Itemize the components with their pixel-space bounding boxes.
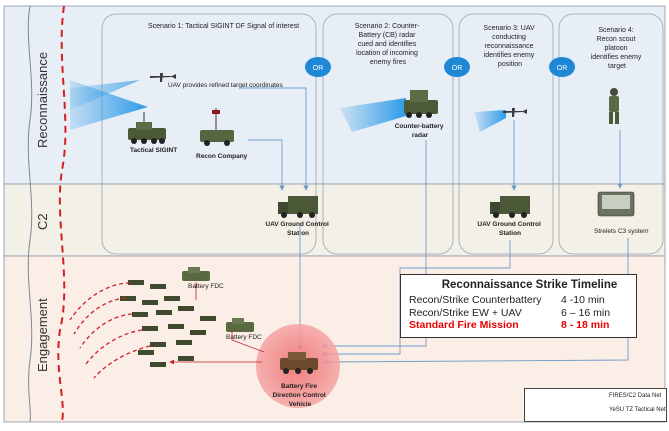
gcs-2-label: UAV Ground Control Station <box>477 221 542 237</box>
scenario-4-title: Scenario 4: Recon scout platoon identifi… <box>591 27 644 70</box>
scenario-3-line: Scenario 3: UAV <box>483 25 535 32</box>
scenario-4-line: Scenario 4: <box>598 27 633 34</box>
fires-data-net-lines <box>169 282 265 365</box>
timeline-row-label: Recon/Strike EW + UAV <box>409 306 522 319</box>
legend-yesu-label: YeSU TZ Tactical Net <box>609 407 666 413</box>
battery-fdc-b-icon <box>226 318 254 332</box>
band-label-c2: C2 <box>35 213 50 230</box>
scenario-1-panel <box>101 13 317 255</box>
uav-note: UAV provides refined target coordinates <box>168 82 284 89</box>
scenario-2-panel <box>322 13 454 255</box>
scenario-3-line: reconnaissance <box>485 43 534 50</box>
scenario-1-title: Scenario 1: Tactical SIGINT DF Signal of… <box>148 23 299 30</box>
recon-company-label: Recon Company <box>196 153 248 160</box>
artillery-group <box>120 280 216 367</box>
or-bubble-1: OR <box>305 57 331 77</box>
gcs-2-label-line: UAV Ground Control <box>477 221 541 228</box>
scenario-4-panel <box>558 13 664 255</box>
legend-item-yesu: YeSU TZ Tactical Net <box>525 405 666 417</box>
or-label: OR <box>452 65 463 72</box>
or-label: OR <box>557 65 568 72</box>
band-reconnaissance <box>3 5 666 185</box>
timeline-row-value: 4 -10 min <box>561 294 605 306</box>
timeline-row-value: 8 - 18 min <box>561 319 610 331</box>
front-line <box>57 5 67 423</box>
fires-arcs <box>69 282 151 379</box>
band-label-reconnaissance: Reconnaissance <box>35 52 50 148</box>
counter-battery-radar-icon <box>404 90 438 118</box>
or-bubble-2: OR <box>444 57 470 77</box>
scenario-2-line: enemy fires <box>370 59 407 66</box>
timeline-row-highlight: Standard Fire Mission 8 - 18 min <box>409 319 630 332</box>
band-label-divider <box>27 5 33 423</box>
or-bubble-3: OR <box>549 57 575 77</box>
gcs-1-label-line: Station <box>287 230 309 237</box>
timeline-box: Reconnaissance Strike Timeline Recon/Str… <box>400 274 637 338</box>
or-label: OR <box>313 65 324 72</box>
strelets-c3-icon <box>597 191 635 217</box>
recon-scout-soldier-icon <box>609 88 619 124</box>
bfdc-label: Battery Fire Direction Control Vehicle <box>273 383 328 408</box>
scenario-2-line: Scenario 2: Counter- <box>355 23 420 30</box>
gcs-1-truck-icon <box>278 196 318 218</box>
radar-label-line: radar <box>412 132 429 139</box>
scenario-3-title: Scenario 3: UAV conducting reconnaissanc… <box>483 25 536 68</box>
scenario-4-line: target <box>608 63 626 70</box>
scenario-3-line: position <box>498 61 522 68</box>
bfdc-label-line: Vehicle <box>289 401 312 408</box>
scenario-4-line: Recon scout <box>597 36 636 43</box>
radar-label-line: Counter-battery <box>395 123 444 130</box>
scenario-4-line: identifies enemy <box>591 54 642 61</box>
uav-icon <box>150 73 176 82</box>
strelets-label: Strelets C3 system <box>594 228 649 235</box>
scenario-3-panel <box>458 13 554 255</box>
scenario-3-line: identifies enemy <box>484 52 535 59</box>
band-c2 <box>3 183 666 257</box>
timeline-title: Reconnaissance Strike Timeline <box>441 279 618 291</box>
timeline-row-label: Recon/Strike Counterbattery <box>409 294 542 306</box>
legend-fires-label: FIRES/C2 Data Net <box>609 393 662 399</box>
tactical-sigint-vehicle-icon <box>128 112 166 144</box>
gcs-1-label: UAV Ground Control Station <box>265 221 330 237</box>
gcs-2-truck-icon <box>490 196 530 218</box>
sigint-label: Tactical SIGINT <box>130 147 177 154</box>
gcs-1-label-line: UAV Ground Control <box>265 221 329 228</box>
recon-company-vehicle-icon <box>200 108 234 146</box>
timeline-row-value: 6 – 16 min <box>561 306 611 319</box>
timeline-row: Recon/Strike EW + UAV 6 – 16 min <box>409 307 630 320</box>
radar-beam <box>340 98 406 132</box>
bfdc-label-line: Direction Control <box>273 392 326 399</box>
scenario-2-title: Scenario 2: Counter- Battery (CB) radar … <box>355 23 422 66</box>
bfdc-vehicle-icon <box>280 352 318 374</box>
timeline-row-label: Standard Fire Mission <box>409 319 519 331</box>
bfdc-label-line: Battery Fire <box>281 383 318 390</box>
scenario-3-line: conducting <box>492 34 526 41</box>
uav-beam-3 <box>474 110 506 132</box>
battery-fdc-a-icon <box>182 267 210 281</box>
gcs-2-label-line: Station <box>499 230 521 237</box>
scenario-2-line: cued and identifies <box>358 41 417 48</box>
battery-fdc-a-label: Battery FDC <box>188 283 224 290</box>
scenario-2-line: location of incoming <box>356 50 418 57</box>
band-label-engagement: Engagement <box>35 298 50 372</box>
uav-beam-1 <box>70 80 140 110</box>
legend-item-fires: FIRES/C2 Data Net <box>525 391 666 403</box>
legend-box: FIRES/C2 Data Net YeSU TZ Tactical Net <box>524 388 667 422</box>
counter-battery-radar-label: Counter-battery radar <box>395 123 446 139</box>
uav-3-icon <box>503 108 527 117</box>
battery-fdc-b-label: Battery FDC <box>226 334 262 341</box>
timeline-row: Recon/Strike Counterbattery 4 -10 min <box>409 294 630 307</box>
scenario-2-line: Battery (CB) radar <box>359 32 416 39</box>
scenario-4-line: platoon <box>605 45 628 52</box>
